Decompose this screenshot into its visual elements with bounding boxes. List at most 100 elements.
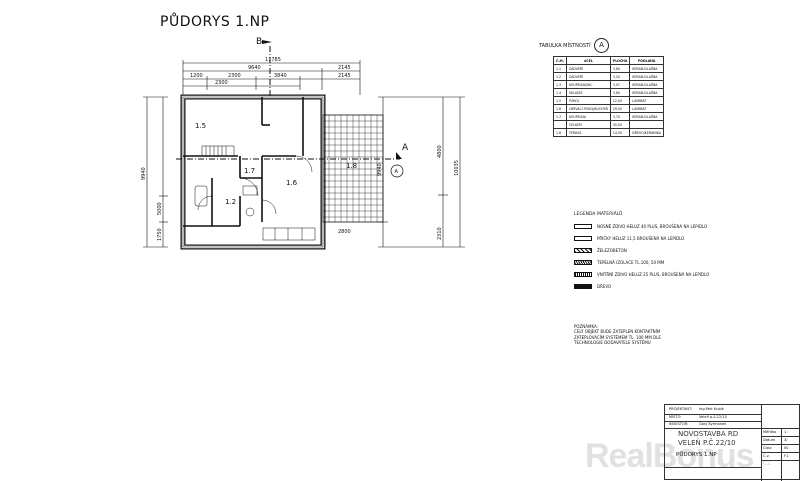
legend-title: LEGENDA MATERIÁLŮ [574, 212, 623, 217]
cell: 3,70 [609, 112, 631, 121]
dim-top-total: 11785 [265, 57, 281, 63]
cell: 1.7 [553, 112, 567, 121]
cell: 1.2 [553, 72, 567, 81]
interior-walls [183, 97, 304, 227]
cell: 3,60 [609, 64, 631, 73]
dim-right-part-2: 2310 [437, 227, 443, 240]
legend-item: NOSNÉ ZDIVO HELUZ 40 PLUS, BROUŠENÁ NA L… [574, 224, 707, 229]
tb-cv-label: Č.v. [763, 454, 770, 458]
drawing-title: PŮDORYS 1.NP [160, 14, 270, 30]
cell: 3,20 [609, 72, 631, 81]
cell: KERAM.DLAŽBA [629, 72, 664, 81]
cell: KERAM.DLAŽBA [629, 64, 664, 73]
legend-swatch-plain [574, 224, 592, 229]
cell: 14,00 [609, 128, 631, 137]
dim-top-row-2: 2300 [228, 73, 241, 79]
dim-top-right: 2145 [338, 65, 351, 71]
room-1-6: 1.6 [286, 179, 298, 187]
tb-meritko: 1 : [784, 430, 789, 434]
project-line-2: VELEŇ P.Č.22/10 [678, 439, 736, 447]
note-line: TECHNOLOGIE DODAVATELE SYSTÉMU [574, 340, 651, 346]
legend-item: VNITŘNÍ ZDIVO HELUZ 25 PLUS, BROUŠENÁ NA… [574, 272, 709, 277]
project-name: NOVOSTAVBA RD VELEŇ P.Č.22/10 [678, 430, 738, 448]
dim-top-row-1: 1200 [190, 73, 203, 79]
dim-top-left: 9640 [248, 65, 261, 71]
cell: CELKEM [565, 120, 611, 129]
cell: POKOJ [565, 96, 611, 105]
section-mark-b: B [256, 37, 262, 47]
section-arrows [262, 40, 402, 159]
dim-far-right: 10035 [454, 160, 460, 176]
dim-top-row-4: 2145 [338, 73, 351, 79]
exterior-walls [180, 94, 326, 250]
section-circle-label: A [395, 169, 399, 175]
cell: 29,00 [609, 104, 631, 113]
cell: 1.5 [553, 96, 567, 105]
legend-label: DŘEVO [597, 284, 612, 289]
tb-investor-label: INVESTOR: [669, 422, 689, 426]
legend-swatch-hatch [574, 248, 592, 253]
drawing-name: PŮDORYS 1.NP [676, 452, 717, 458]
cell: SKLADIŠ [565, 88, 611, 97]
tb-datum: 3/ [784, 438, 788, 442]
note-line: CELÝ OBJEKT BUDE ZATEPLEN KONTAKTNÍM [574, 329, 661, 335]
section-lines [176, 46, 400, 160]
cell: KOUPELNA [565, 112, 611, 121]
tb-projektant: Ing.Petr Kubík [699, 407, 724, 411]
project-line-1: NOVOSTAVBA RD [678, 430, 739, 438]
tb-projektant-label: PROJEKTANT: [669, 407, 692, 411]
cell [553, 120, 567, 129]
dim-left-total: 9940 [141, 167, 147, 180]
room-table-header-cell: PODLAHA [629, 56, 664, 65]
cell: TERASA [565, 128, 611, 137]
section-circle [390, 164, 404, 178]
dim-right-total: 9940 [377, 163, 383, 176]
cell: ZÁDVEŘÍ [565, 72, 611, 81]
cell: ZÁDVEŘÍ [565, 64, 611, 73]
tb-cislo-label: Číslo [763, 446, 772, 450]
legend-swatch-zigzag [574, 260, 592, 265]
watermark-logo: RealBonus [585, 437, 755, 475]
tb-misto-label: MÍSTO: [669, 415, 682, 419]
legend-label: PŘÍČKY HELUZ 11,5 BROUŠENÁ NA LEPIDLO [597, 236, 685, 241]
room-table-caption: TABULKA MÍSTNOSTÍ [539, 43, 591, 49]
cell: 1.1 [553, 64, 567, 73]
dim-left-part-1: 5000 [157, 202, 163, 215]
cell: OBÝVACÍ POKOJ/KUCHYŇ [565, 104, 611, 113]
dim-top-row-3: 3840 [274, 73, 287, 79]
room-1-8: 1.8 [346, 162, 357, 170]
tb-misto: Veleň p.č.22/10 [699, 415, 727, 419]
legend-swatch-plain [574, 236, 592, 241]
section-mark-a: A [402, 143, 409, 153]
legend-label: TEPELNÁ IZOLACE TL.100, 50 MM [597, 260, 665, 265]
legend-item: PŘÍČKY HELUZ 11,5 BROUŠENÁ NA LEPIDLO [574, 236, 684, 241]
note-heading: POZNÁMKA: [574, 324, 599, 329]
legend-label: NOSNÉ ZDIVO HELUZ 40 PLUS, BROUŠENÁ NA L… [597, 224, 708, 229]
tb-cv: F1. [784, 454, 790, 458]
room-table-header-cell: úČEL [565, 56, 611, 65]
note: POZNÁMKA: CELÝ OBJEKT BUDE ZATEPLEN KONT… [574, 324, 684, 346]
cell: KERAM.DLAŽBA [629, 80, 664, 89]
cell: 1.3 [553, 80, 567, 89]
dim-top-row2: 2300 [215, 80, 228, 86]
fixtures [194, 145, 316, 241]
legend-item: DŘEVO [574, 284, 611, 289]
legend-label: VNITŘNÍ ZDIVO HELUZ 25 PLUS, BROUŠENÁ NA… [597, 272, 710, 277]
tb-datum-label: Datum [763, 438, 776, 442]
cell: KERAM.DLAŽBA [629, 112, 664, 121]
room-table-header-cell: PLOCHA [609, 56, 631, 65]
dim-left-part-2: 1750 [157, 228, 163, 241]
tb-cislo: 00 [784, 446, 789, 450]
legend-swatch-solid [574, 284, 592, 289]
cell: 45,00 [609, 120, 631, 129]
